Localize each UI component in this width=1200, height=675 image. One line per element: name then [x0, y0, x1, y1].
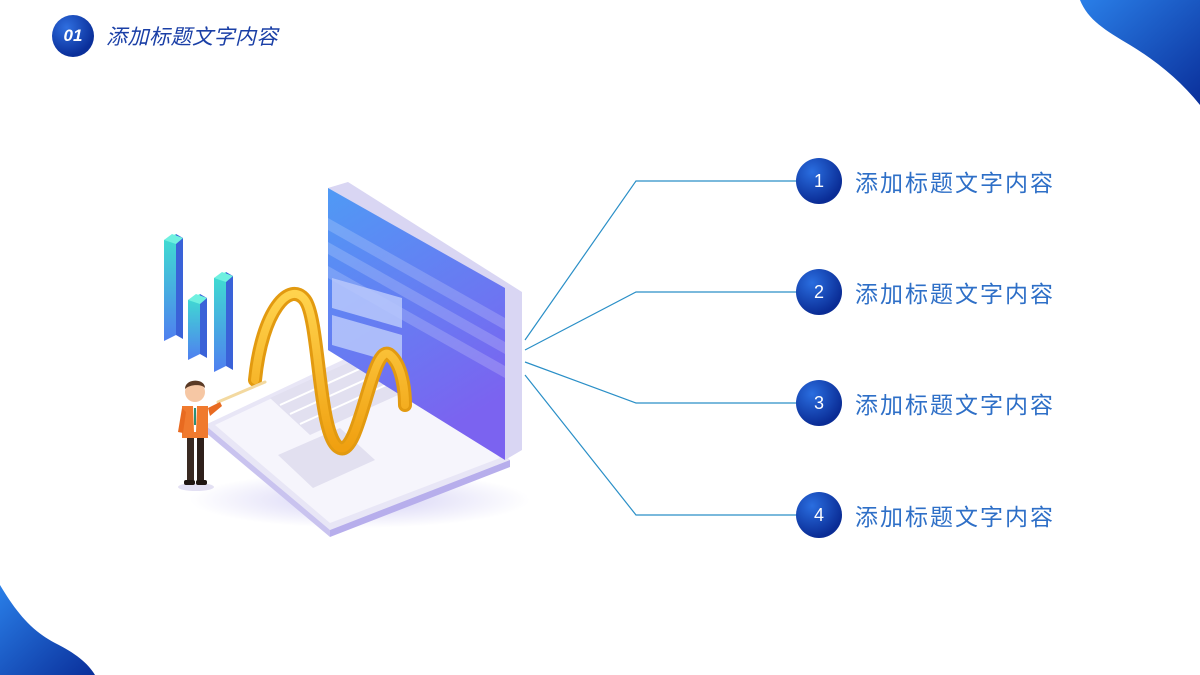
- connector-line-3: [524, 361, 800, 404]
- list-item-2[interactable]: 2 添加标题文字内容: [796, 269, 1055, 315]
- corner-wave-top-right: [1080, 0, 1200, 105]
- list-item-3[interactable]: 3 添加标题文字内容: [796, 380, 1055, 426]
- header: 01 添加标题文字内容: [52, 15, 278, 57]
- header-title: 添加标题文字内容: [106, 25, 278, 49]
- presenter-figure-illustration: [178, 380, 222, 491]
- item-title: 添加标题文字内容: [855, 171, 1055, 197]
- item-number-badge: 2: [796, 269, 842, 315]
- connector-line-4: [524, 374, 800, 516]
- corner-wave-bottom-left: [0, 585, 95, 675]
- connector-line-1: [524, 180, 800, 341]
- laptop-illustration: [164, 182, 530, 537]
- item-number-badge: 4: [796, 492, 842, 538]
- list-item-4[interactable]: 4 添加标题文字内容: [796, 492, 1055, 538]
- item-title: 添加标题文字内容: [855, 505, 1055, 531]
- item-number-badge: 3: [796, 380, 842, 426]
- bar-chart-illustration: [164, 234, 233, 372]
- item-title: 添加标题文字内容: [855, 282, 1055, 308]
- item-title: 添加标题文字内容: [855, 393, 1055, 419]
- connector-line-2: [524, 291, 800, 351]
- item-number-badge: 1: [796, 158, 842, 204]
- list-item-1[interactable]: 1 添加标题文字内容: [796, 158, 1055, 204]
- header-number-badge: 01: [52, 15, 94, 57]
